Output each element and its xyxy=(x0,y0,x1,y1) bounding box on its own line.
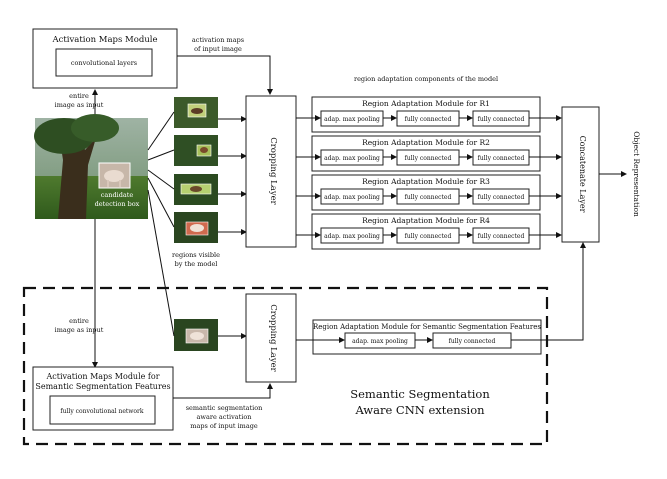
cropping-to-module-arrows xyxy=(296,115,321,238)
region-adaptation-modules: Region Adaptation Module for R1 adap. ma… xyxy=(311,96,541,250)
module-to-concat-arrows xyxy=(529,115,562,238)
svg-text:fully connected: fully connected xyxy=(478,194,525,201)
svg-text:aware activation: aware activation xyxy=(197,413,252,421)
concatenate-layer: Concatenate Layer xyxy=(561,106,600,243)
region-thumbnail-r1 xyxy=(174,97,218,128)
activation-maps-module: Activation Maps Module convolutional lay… xyxy=(32,28,178,89)
entire-image-label-bottom: entire image as input xyxy=(55,317,104,334)
region-thumbnail-r3 xyxy=(174,174,218,205)
region-module-r3: Region Adaptation Module for R3 adap. ma… xyxy=(311,174,541,211)
cropping-layer-bottom: Cropping Layer xyxy=(245,293,297,383)
svg-text:fully connected: fully connected xyxy=(405,194,452,201)
svg-text:fully connected: fully connected xyxy=(478,116,525,123)
candidate-box-label: candidate xyxy=(101,191,134,199)
svg-text:fully connected: fully connected xyxy=(405,155,452,162)
svg-text:fully connected: fully connected xyxy=(405,233,452,240)
image-to-region-links xyxy=(147,111,175,228)
region-components-label: region adaptation components of the mode… xyxy=(354,75,498,83)
region-thumbnail-r4 xyxy=(174,212,218,243)
svg-text:entire: entire xyxy=(69,92,89,100)
concatenate-layer-label: Concatenate Layer xyxy=(578,136,587,213)
seg-region-thumbnail xyxy=(174,319,218,351)
region-module-r1: Region Adaptation Module for R1 adap. ma… xyxy=(311,96,541,133)
entire-image-label-top: entire image as input xyxy=(55,92,104,109)
svg-text:fully convolutional network: fully convolutional network xyxy=(60,408,143,415)
object-representation-label: Object Representation xyxy=(632,131,641,217)
region-module-r2: Region Adaptation Module for R2 adap. ma… xyxy=(311,135,541,172)
svg-text:image as input: image as input xyxy=(55,326,104,334)
svg-text:fully connected: fully connected xyxy=(449,338,496,345)
svg-text:fully connected: fully connected xyxy=(405,116,452,123)
regions-visible-label: regions visible by the model xyxy=(172,251,220,268)
svg-text:of input image: of input image xyxy=(194,45,242,53)
seg-extension-label: Semantic Segmentation Aware CNN extensio… xyxy=(350,387,490,417)
svg-text:Region Adaptation Module for S: Region Adaptation Module for Semantic Se… xyxy=(313,323,541,331)
svg-text:Activation Maps Module for: Activation Maps Module for xyxy=(45,372,159,381)
svg-text:adap. max pooling: adap. max pooling xyxy=(324,116,380,123)
svg-text:regions visible: regions visible xyxy=(172,251,220,259)
svg-text:image as input: image as input xyxy=(55,101,104,109)
svg-text:Semantic Segmentation: Semantic Segmentation xyxy=(350,387,490,401)
region-module-r4: Region Adaptation Module for R4 adap. ma… xyxy=(311,213,541,250)
svg-text:Semantic Segmentation Features: Semantic Segmentation Features xyxy=(35,382,170,391)
svg-text:Region Adaptation Module for R: Region Adaptation Module for R2 xyxy=(362,138,490,147)
activation-maps-label: activation maps of input image xyxy=(192,36,244,53)
svg-text:adap. max pooling: adap. max pooling xyxy=(352,338,408,345)
convolutional-layers-label: convolutional layers xyxy=(71,59,137,67)
region-thumbnail-r2 xyxy=(174,135,218,166)
svg-text:adap. max pooling: adap. max pooling xyxy=(324,233,380,240)
activation-module-title: Activation Maps Module xyxy=(51,35,157,45)
seg-region-module: Region Adaptation Module for Semantic Se… xyxy=(312,319,542,355)
svg-text:activation maps: activation maps xyxy=(192,36,244,44)
svg-text:by the model: by the model xyxy=(175,260,218,268)
cropping-layer-top: Cropping Layer xyxy=(245,95,297,248)
svg-text:detection box: detection box xyxy=(95,200,140,208)
svg-text:adap. max pooling: adap. max pooling xyxy=(324,155,380,162)
svg-text:adap. max pooling: adap. max pooling xyxy=(324,194,380,201)
seg-activation-label: semantic segmentation aware activation m… xyxy=(186,404,263,430)
svg-text:entire: entire xyxy=(69,317,89,325)
region-to-cropping-arrows xyxy=(218,116,247,235)
svg-text:maps of input image: maps of input image xyxy=(190,422,258,430)
cropping-layer-top-label: Cropping Layer xyxy=(268,137,278,205)
semantic-extension-frame xyxy=(22,286,549,446)
svg-text:Region Adaptation Module for R: Region Adaptation Module for R3 xyxy=(362,177,490,186)
cropping-layer-bottom-label: Cropping Layer xyxy=(268,304,278,372)
svg-text:Region Adaptation Module for R: Region Adaptation Module for R1 xyxy=(362,99,490,108)
seg-activation-module: Activation Maps Module for Semantic Segm… xyxy=(32,366,174,431)
svg-text:fully connected: fully connected xyxy=(478,155,525,162)
input-image: candidate detection box xyxy=(34,114,148,219)
svg-text:semantic segmentation: semantic segmentation xyxy=(186,404,263,412)
region-thumbnails xyxy=(174,97,218,243)
svg-text:fully connected: fully connected xyxy=(478,233,525,240)
svg-text:Aware CNN extension: Aware CNN extension xyxy=(354,403,485,417)
svg-text:Region Adaptation Module for R: Region Adaptation Module for R4 xyxy=(362,216,490,225)
